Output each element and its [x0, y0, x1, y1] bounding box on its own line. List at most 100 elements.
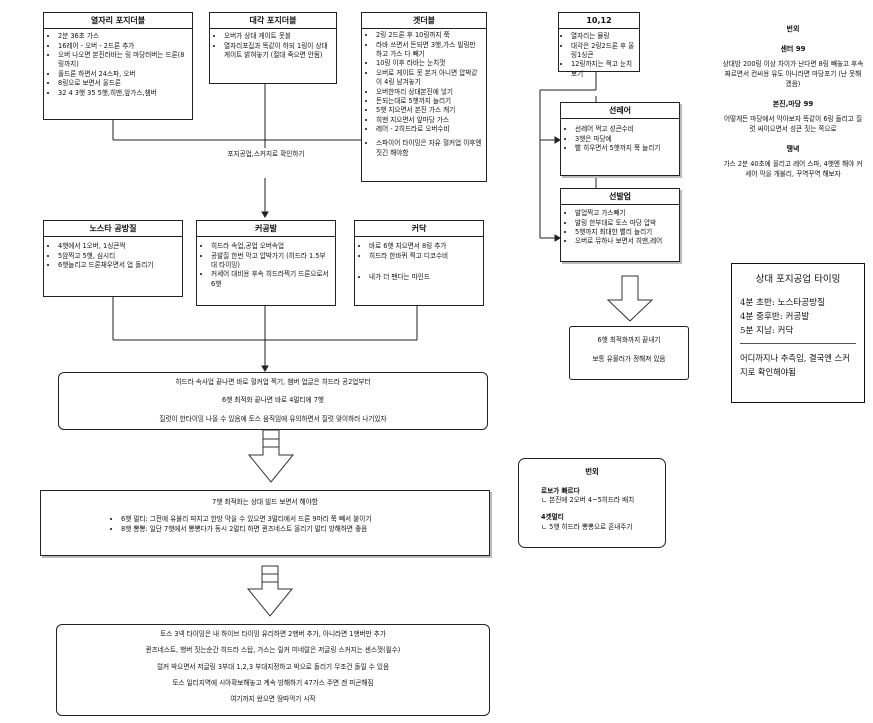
nostar-box: 노스타 공방질 4햇에서 1오버, 1싱큰쩍 5암찍고 5햇, 심시티 6햇늘리…	[43, 220, 183, 297]
notes-bottom-box: 번외 로보가 빠르다 ㄴ 본진에 2오버 4~5히드라 배치 4겟멀티 ㄴ 5햇…	[518, 458, 666, 548]
ten12-title: 10,12	[559, 13, 639, 30]
seonlair-box: 선레어 선레어 쩍고 성큰수비 3햇은 마당에 빨 히우면서 5햇까지 쭉 늘리…	[560, 102, 680, 176]
kadak-list: 바로 6햇 지으면서 8링 추가 히드라 한바퀴 찍고 디코수비 내가 더 팬다…	[355, 242, 479, 282]
notes-top-t1: 상대방 200링 이상 차이가 난다면 8링 빼놓고 후속 짜르면서 컨씨용 유…	[722, 60, 864, 88]
summary-2-head: 7햇 최적화는 상대 빌드 보면서 해야함	[212, 498, 318, 506]
seonbalup-list: 발업찍고 가스빼기 발링 한부대로 토스 마당 압박 5햇까지 최대한 빨리 늘…	[561, 209, 675, 246]
list-item: 바로 6햇 지으면서 8링 추가	[369, 242, 479, 251]
gatdeobul-list: 2링 2드론 후 10링까지 쭉 라바 쓰면서 돈되면 3햇,가스 빌링만 하고…	[362, 31, 482, 134]
summary-box-1: 히드라 속사업 끝나면 바로 혈커업 찍기, 챔버 업글은 히드라 공2업부터 …	[58, 372, 488, 430]
gatdeobul-extra: 스파이어 타이밍은 자유 혈커업 이후엔 짓긴 해야함	[362, 139, 482, 158]
notes-bottom-s2: 4겟멀티	[541, 513, 564, 522]
list-item: 열자리는 뮬링	[571, 32, 635, 41]
list-item: 풀드론 하면서 24스파, 오버	[58, 70, 188, 79]
kgongbal-list: 히드라 속업,공업 오버속업 공발질 한번 막고 압박가기 (히드라 1.5부대…	[197, 242, 331, 289]
list-item: 2링 2드론 후 10링까지 쭉	[376, 31, 482, 40]
summary-line: 토스 일티지역에 시아확보해놓고 계속 방해하기 47가스 주면 겐 피곤해짐	[172, 679, 374, 688]
timing-footer: 어디까지나 추측임, 결국엔 스커지로 확인해야됨	[740, 353, 850, 377]
yeoljari-list: 2분 36초 가스 16레어 - 오버 - 2드론 추가 오버 나오면 본진라바…	[44, 32, 188, 98]
list-item: 3햇은 마당에	[575, 135, 675, 144]
list-item: 6햇 멀티: 그전에 유불리 따지고 한방 막을 수 있으면 3멀티에서 드론 …	[121, 515, 485, 524]
ten12-list: 열자리는 뮬링 대각은 2링2드론 후 울링1싱큰 12링까지는 쩍고 눈치보기	[559, 32, 635, 79]
summary-line: 럴커 박으면서 저글링 3부대 1,2,3 부대지정하고 박으로 돌리기 무조건…	[156, 662, 390, 671]
notes-top-title: 번외	[786, 25, 800, 33]
timing-title: 상대 포지공업 타이밍	[755, 274, 841, 285]
seonbalup-box: 선발업 발업찍고 가스빼기 발링 한부대로 토스 마당 압박 5햇까지 최대한 …	[560, 188, 680, 262]
daegak-box: 대각 포지더블 오버가 상대 게이트 못볼 열자리포집과 똑같이 하되 1링이 …	[209, 12, 337, 84]
list-item: 선레어 쩍고 성큰수비	[575, 125, 675, 134]
gatdeobul-title: 겟더블	[362, 13, 486, 30]
list-item: 돈되는대로 5햇까지 늘리기	[376, 97, 482, 106]
notes-bottom-s1: 로보가 빠르다	[541, 486, 580, 495]
summary-box-2: 7햇 최적화는 상대 빌드 보면서 해야함 6햇 멀티: 그전에 유불리 따지고…	[40, 490, 490, 556]
summary-line: 퀸즈네스트, 행버 짓는순간 히드라 스탑, 가스는 릴커 미네랄은 저글링 스…	[145, 646, 401, 655]
list-item: 내가 더 팬다는 마인드	[369, 273, 479, 282]
list-item: 발링 한부대로 토스 마당 압박	[575, 219, 675, 228]
notes-top: 번외 센터 99 상대방 200링 이상 차이가 난다면 8링 빼놓고 후속 짜…	[722, 24, 864, 180]
seonlair-title: 선레어	[561, 103, 679, 120]
list-item: 16레어 - 오버 - 2드론 추가	[58, 42, 188, 51]
list-item: 8햇 뽕뽕: 일단 7햇에서 뽕뽕다가 동시 2멀티 하면 퀸즈네스트 올리기 …	[121, 525, 485, 534]
list-item: 10링 이후 라바는 눈치껏	[376, 59, 482, 68]
summary-line: 히드라 속사업 끝나면 바로 혈커업 찍기, 챔버 업글은 히드라 공2업부터	[175, 378, 371, 386]
gatdeobul-box: 겟더블 2링 2드론 후 10링까지 쭉 라바 쓰면서 돈되면 3햇,가스 빌링…	[361, 12, 487, 182]
nostar-title: 노스타 공방질	[44, 221, 182, 238]
list-item: 스파이어 타이밍은 자유 혈커업 이후엔 짓긴 해야함	[376, 139, 482, 158]
summary-line: 6햇 최적화 끝나면 바로 4멀티에 7햇	[222, 396, 324, 405]
timing-line-2: 4분 중후반: 커공발	[740, 311, 810, 322]
list-item: 라바 쓰면서 돈되면 3햇,가스 빌링만 하고 가스 다 빼기	[376, 41, 482, 60]
list-item: 대각은 2링2드론 후 울링1싱큰	[571, 42, 635, 61]
daegak-title: 대각 포지더블	[210, 13, 336, 30]
list-item: 오버가 상대 게이트 못볼	[224, 32, 332, 41]
notes-bottom-t1: ㄴ 본진에 2오버 4~5히드라 배치	[541, 495, 635, 504]
list-item: 2분 36초 가스	[58, 32, 188, 41]
list-item: 공발질 한번 막고 압박가기 (히드라 1.5부대 타이밍)	[211, 252, 331, 271]
list-item: 발업찍고 가스빼기	[575, 209, 675, 218]
list-item: 히드라 속업,공업 오버속업	[211, 242, 331, 251]
notes-top-t2: 어떻게든 마당에서 막아보자 똑같이 6링 들리고 질럿 싸이으면서 성큰 짓는…	[723, 115, 863, 134]
list-item: 6햇늘리고 드론채우면서 업 돌리기	[58, 261, 178, 270]
list-item: 오버로 게이트 못 본거 아니면 압박같이 4링 남겨놓기	[376, 69, 482, 88]
list-item: 히맨 지으면서 앞마당 가스	[376, 116, 482, 125]
notes-bottom-t2: ㄴ 5햇 히드라 뽕뽕으로 혼내주기	[541, 522, 633, 531]
list-item: 32 4 3햇 35 5햇,히맨,앞가스,챔버	[58, 89, 188, 98]
summary-box-3: 토스 3넥 타이밍은 내 하이브 타이밍 유리하면 2행버 추가, 아니라면 1…	[56, 624, 490, 716]
forge-caption: 포지공업,스커지로 확인하기	[227, 150, 305, 158]
timing-line-1: 4분 초반: 노스타공방질	[740, 298, 825, 309]
list-item: 12링까지는 쩍고 눈치보기	[571, 60, 635, 79]
list-item: 4햇에서 1오버, 1싱큰쩍	[58, 242, 178, 251]
nostar-list: 4햇에서 1오버, 1싱큰쩍 5암찍고 5햇, 심시티 6햇늘리고 드론채우면서…	[44, 242, 178, 270]
summary-line: 토스 3넥 타이밍은 내 하이브 타이밍 유리하면 2행버 추가, 아니라면 1…	[160, 630, 386, 638]
notes-top-s2: 본진,마당 99	[772, 99, 814, 108]
kadak-title: 커닥	[355, 221, 483, 238]
list-item: 오버 나오면 본진라바는 링 마당러버는 드론(8링까지)	[58, 51, 188, 70]
six-hat-text: 6햇 최적화까지 끝내기 보통 유물러가 정해져 있음	[592, 336, 666, 363]
ten12-box: 10,12 열자리는 뮬링 대각은 2링2드론 후 울링1싱큰 12링까지는 쩍…	[558, 12, 640, 78]
summary-line: 질럿이 한타이밍 나올 수 있음에 토스 움직임에 유의하면서 질럿 맞이하러 …	[159, 414, 387, 423]
list-item: 8링으로 보면서 울드론	[58, 79, 188, 88]
list-item: 오버로 뮤하나 보면서 히맨,레어	[575, 237, 675, 246]
list-item: 5햇 지으면서 본진 가스 캐기	[376, 106, 482, 115]
yeoljari-box: 열자리 포지더블 2분 36초 가스 16레어 - 오버 - 2드론 추가 오버…	[43, 12, 193, 120]
list-item: 5햇까지 최대한 빨리 늘리기	[575, 228, 675, 237]
seonlair-list: 선레어 쩍고 성큰수비 3햇은 마당에 빨 히우면서 5햇까지 쭉 늘리기	[561, 125, 675, 153]
list-item: 히드라 한바퀴 찍고 디코수비	[369, 252, 479, 261]
list-item: 레어 - 2히드라로 오버수비	[376, 125, 482, 134]
yeoljari-title: 열자리 포지더블	[44, 13, 192, 30]
notes-top-s1: 센터 99	[780, 44, 806, 53]
kgongbal-title: 커공발	[197, 221, 335, 238]
summary-2-list: 6햇 멀티: 그전에 유불리 따지고 한방 막을 수 있으면 3멀티에서 드론 …	[41, 515, 485, 534]
list-item: 커세어 대비용 후속 히드라찍기 드론으로서 6햇	[211, 270, 331, 289]
kadak-box: 커닥 바로 6햇 지으면서 8링 추가 히드라 한바퀴 찍고 디코수비 내가 더…	[354, 220, 484, 306]
notes-top-s3: 땡녁	[786, 144, 800, 153]
summary-line: 여기까지 왔으면 땅따먹기 시작	[230, 695, 316, 704]
daegak-list: 오버가 상대 게이트 못볼 열자리포집과 똑같이 하되 1링이 상대 게이트 밝…	[210, 32, 332, 60]
six-hat-box: 6햇 최적화까지 끝내기 보통 유물러가 정해져 있음	[569, 326, 689, 380]
seonbalup-title: 선발업	[561, 189, 679, 206]
notes-bottom-title: 번외	[585, 467, 599, 476]
list-item: 5암찍고 5햇, 심시티	[58, 252, 178, 261]
list-item: 열자리포집과 똑같이 하되 1링이 상대 게이트 밝혀놓기 (절대 죽으면 안됨…	[224, 42, 332, 61]
kgongbal-box: 커공발 히드라 속업,공업 오버속업 공발질 한번 막고 압박가기 (히드라 1…	[196, 220, 336, 306]
list-item: 오버한마리 상대본진에 넣기	[376, 88, 482, 97]
